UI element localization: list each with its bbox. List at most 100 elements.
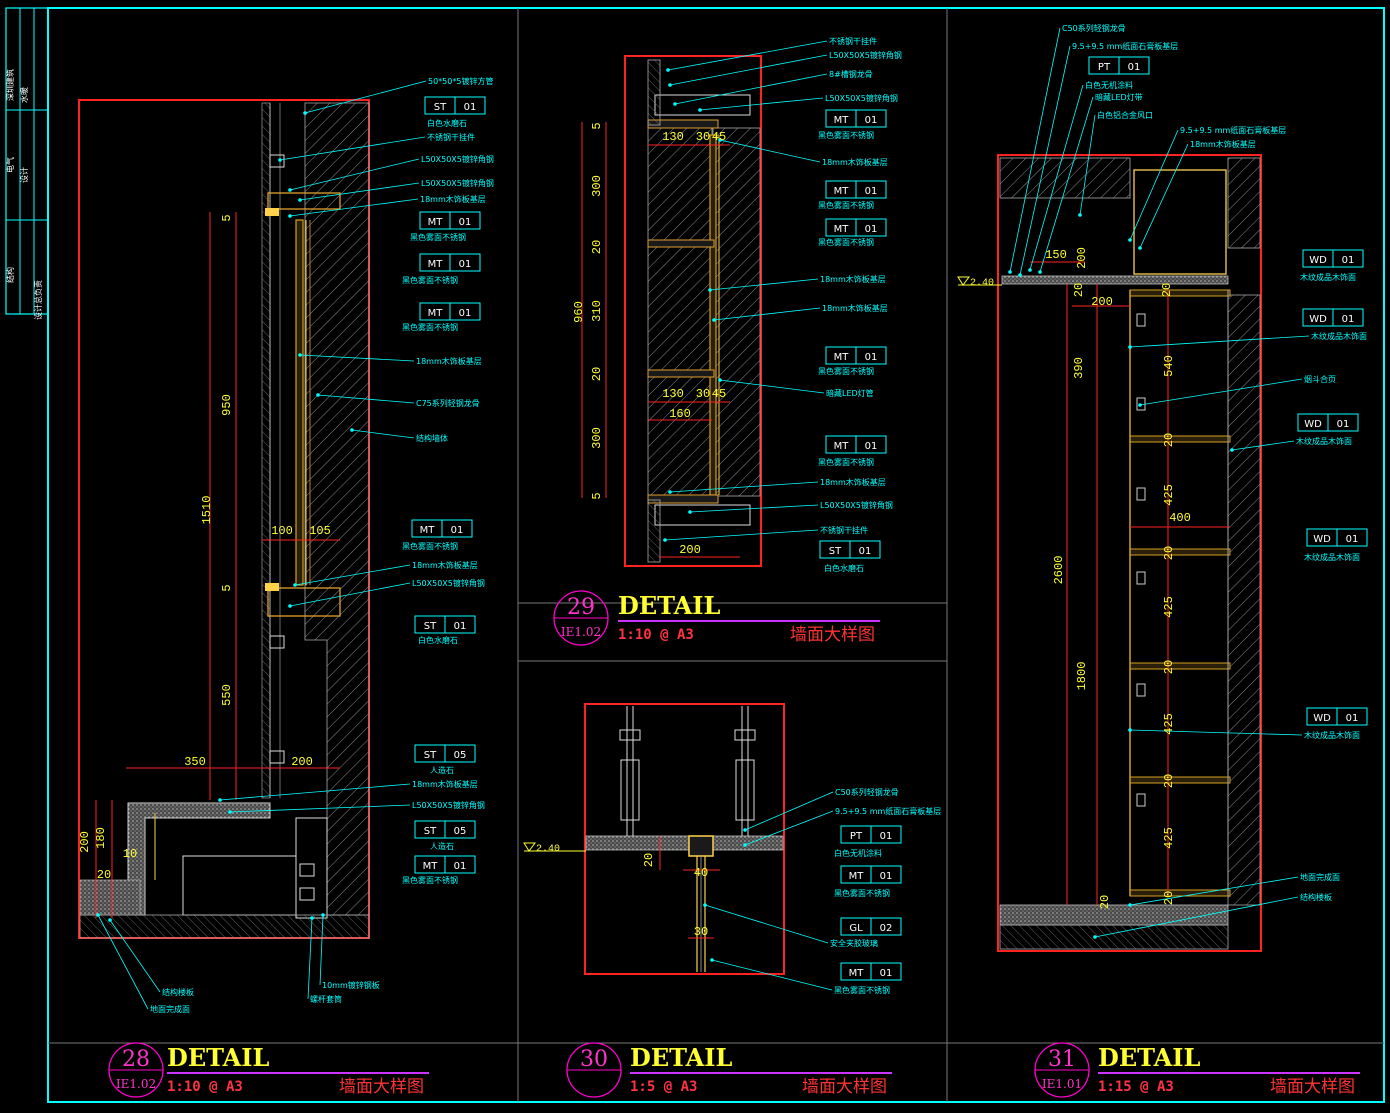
detail-number: 29 xyxy=(567,595,595,620)
leader-note: L50X50X5镀锌角钢 xyxy=(412,800,485,810)
dimension-value: 425 xyxy=(1162,713,1176,735)
leader-note: 暗藏LED灯带 xyxy=(1095,92,1143,102)
leader-dot xyxy=(1128,345,1132,349)
leader-dot xyxy=(1138,246,1142,250)
dimension-value: 2600 xyxy=(1052,556,1066,585)
material-code: WD xyxy=(1304,419,1322,430)
dimension-value: 20 xyxy=(1162,433,1176,447)
leader-note: 结构墙体 xyxy=(416,433,448,443)
leader-note: 18mm木饰板基层 xyxy=(1190,139,1256,149)
leader-note: 白色水磨石 xyxy=(427,118,467,128)
leader-line xyxy=(674,73,828,105)
leader-note: 不锈钢干挂件 xyxy=(829,36,877,46)
dimension-value: 20 xyxy=(590,240,604,254)
leader-dot xyxy=(1008,270,1012,274)
leader-line xyxy=(299,354,415,362)
leader-note: 白色铝合金风口 xyxy=(1097,110,1153,120)
leader-note: 18mm木饰板基层 xyxy=(412,560,478,570)
leader-note: 地面完成面 xyxy=(1300,872,1340,882)
material-code: MT xyxy=(834,115,850,126)
leader-line xyxy=(294,564,411,586)
leader-line xyxy=(744,791,834,831)
material-number: 02 xyxy=(880,923,893,934)
leader-line xyxy=(279,136,426,161)
dimension-value: 20 xyxy=(1162,660,1176,674)
dimension-value: 105 xyxy=(309,524,331,538)
material-number: 01 xyxy=(454,861,467,872)
detail-name: 墙面大样图 xyxy=(802,1077,887,1097)
leader-dot xyxy=(718,378,722,382)
leader-line xyxy=(709,278,819,291)
leader-note: 暗藏LED灯管 xyxy=(826,388,874,398)
material-number: 01 xyxy=(459,308,472,319)
dimension-value: 130 xyxy=(662,130,684,144)
leader-dot xyxy=(1128,728,1132,732)
leader-note: 白色水磨石 xyxy=(418,635,458,645)
material-number: 01 xyxy=(880,831,893,842)
leader-line xyxy=(1094,896,1299,938)
material-code: ST xyxy=(424,750,437,761)
material-number: 01 xyxy=(1346,713,1359,724)
leader-note: 黑色雾面不锈钢 xyxy=(402,275,458,285)
dimension-value: 425 xyxy=(1162,484,1176,506)
dimension-value: 20 xyxy=(642,853,656,867)
leader-line xyxy=(744,810,834,846)
leader-note: 18mm木饰板基层 xyxy=(412,779,478,789)
dimension-value: 20 xyxy=(1072,283,1086,297)
leader-dot xyxy=(666,68,670,72)
leader-dot xyxy=(668,83,672,87)
dimension-value: 960 xyxy=(572,301,586,323)
dimension-value: 390 xyxy=(1072,357,1086,379)
dimension-value: 200 xyxy=(1075,247,1089,269)
dimension-value: 10 xyxy=(123,847,137,861)
leader-line xyxy=(299,182,420,201)
leader-dot xyxy=(293,583,297,587)
leader-note: 人造石 xyxy=(430,841,454,851)
leader-note: 18mm木饰板基层 xyxy=(416,356,482,366)
leader-line xyxy=(97,914,149,1010)
dimension-value: 310 xyxy=(590,300,604,322)
dimension-value: 30 xyxy=(696,130,710,144)
leader-dot xyxy=(1230,448,1234,452)
sheet-frame xyxy=(5,7,1385,1103)
leader-dot xyxy=(1028,268,1032,272)
detail-sheet-ref: IE1.02 xyxy=(561,625,601,639)
leader-note: 木纹成品木饰面 xyxy=(1296,436,1352,446)
leader-dot xyxy=(1138,403,1142,407)
leader-note: 不锈钢干挂件 xyxy=(427,132,475,142)
material-number: 01 xyxy=(1337,419,1350,430)
detail-scale: 1:10 @ A3 xyxy=(167,1079,243,1095)
detail-scale: 1:15 @ A3 xyxy=(1098,1079,1174,1095)
detail-28-drawing xyxy=(78,99,370,939)
material-number: 01 xyxy=(1128,62,1141,73)
leader-note: 8#槽钢龙骨 xyxy=(829,69,873,79)
title-block-cell: 结构 xyxy=(5,267,15,283)
leader-note: 黑色雾面不锈钢 xyxy=(818,130,874,140)
leader-line xyxy=(1139,378,1303,406)
leader-note: 黑色雾面不锈钢 xyxy=(818,237,874,247)
detail-heading: DETAIL xyxy=(167,1043,270,1072)
leader-line xyxy=(1029,84,1084,271)
leader-note: 黑色雾面不锈钢 xyxy=(410,232,466,242)
leader-note: 螺杆套筒 xyxy=(310,994,342,1004)
leader-dot xyxy=(1128,903,1132,907)
material-code: MT xyxy=(849,968,865,979)
leader-line xyxy=(1039,96,1094,273)
leader-line xyxy=(289,158,420,191)
dimension-value: 1510 xyxy=(200,496,214,525)
material-code: PT xyxy=(1098,62,1111,73)
detail-number: 30 xyxy=(580,1047,608,1072)
material-number: 01 xyxy=(865,224,878,235)
dimension-value: 150 xyxy=(1045,248,1067,262)
dimension-value: 540 xyxy=(1162,355,1176,377)
dimension-value: 45 xyxy=(712,387,726,401)
detail-name: 墙面大样图 xyxy=(339,1077,424,1097)
leader-note: 结构楼板 xyxy=(1300,892,1332,902)
leader-line xyxy=(1129,335,1310,348)
material-number: 01 xyxy=(880,968,893,979)
leader-dot xyxy=(743,843,747,847)
leader-dot xyxy=(218,798,222,802)
leader-line xyxy=(713,307,821,321)
